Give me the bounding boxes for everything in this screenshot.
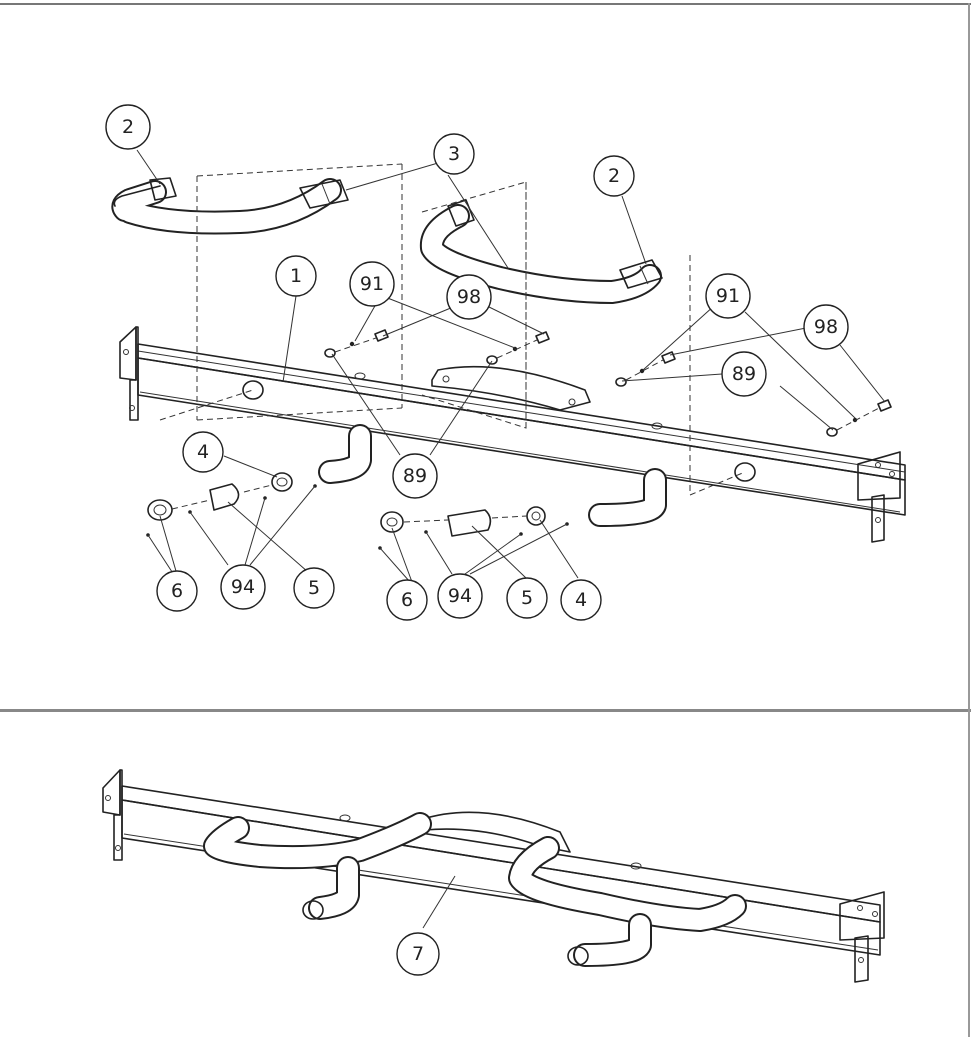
panel-divider: [0, 709, 971, 712]
fasteners: [324, 329, 892, 437]
svg-text:6: 6: [401, 589, 413, 611]
callout-3: 3: [433, 133, 475, 175]
svg-text:5: 5: [308, 577, 320, 599]
callout-94-right: 94: [437, 573, 483, 619]
alignment-planes: [159, 163, 746, 496]
handlebar-right: [419, 199, 663, 304]
callout-5-left: 5: [293, 567, 335, 609]
leader-lines: [136, 149, 886, 583]
callout-5-right: 5: [506, 577, 548, 619]
lower-grips: [318, 424, 667, 527]
svg-text:6: 6: [171, 580, 183, 602]
svg-text:91: 91: [360, 273, 384, 295]
main-beam: [119, 326, 906, 543]
svg-text:4: 4: [197, 441, 209, 463]
callouts-top: 2 3 2 1 91 98 91 98 89 89 4 6 94 5 6 94 …: [105, 104, 849, 621]
callout-6-left: 6: [156, 570, 198, 612]
svg-text:89: 89: [403, 465, 427, 487]
svg-text:7: 7: [412, 943, 424, 965]
callout-1: 1: [275, 255, 317, 297]
hardware-right: [378, 506, 569, 550]
callout-91-right: 91: [705, 273, 751, 319]
assembled-handles: [203, 812, 747, 967]
callout-98-right: 98: [803, 304, 849, 350]
svg-text:98: 98: [814, 316, 838, 338]
svg-text:94: 94: [231, 576, 255, 598]
callout-4-left: 4: [182, 431, 224, 473]
callout-2-right: 2: [593, 155, 635, 197]
svg-text:1: 1: [290, 265, 302, 287]
callout-7: 7: [396, 932, 440, 976]
callout-89-right: 89: [721, 351, 767, 397]
svg-text:5: 5: [521, 587, 533, 609]
handlebar-left: [111, 177, 349, 235]
top-border: [0, 3, 971, 5]
assembled-view-panel: [0, 712, 971, 1037]
callout-2-left: 2: [105, 104, 151, 150]
callout-98-left: 98: [446, 274, 492, 320]
svg-text:4: 4: [575, 589, 587, 611]
callout-6-right: 6: [386, 579, 428, 621]
right-border: [968, 3, 970, 1037]
callout-4-right: 4: [560, 579, 602, 621]
callout-94-left: 94: [220, 564, 266, 610]
assembled-beam: [102, 769, 885, 983]
svg-text:98: 98: [457, 286, 481, 308]
svg-text:89: 89: [732, 363, 756, 385]
svg-text:91: 91: [716, 285, 740, 307]
svg-text:2: 2: [608, 165, 620, 187]
callout-91-left: 91: [349, 261, 395, 307]
svg-text:94: 94: [448, 585, 472, 607]
svg-text:3: 3: [448, 143, 460, 165]
leader-7: [422, 875, 456, 929]
callout-89-center: 89: [392, 453, 438, 499]
svg-text:2: 2: [122, 116, 134, 138]
